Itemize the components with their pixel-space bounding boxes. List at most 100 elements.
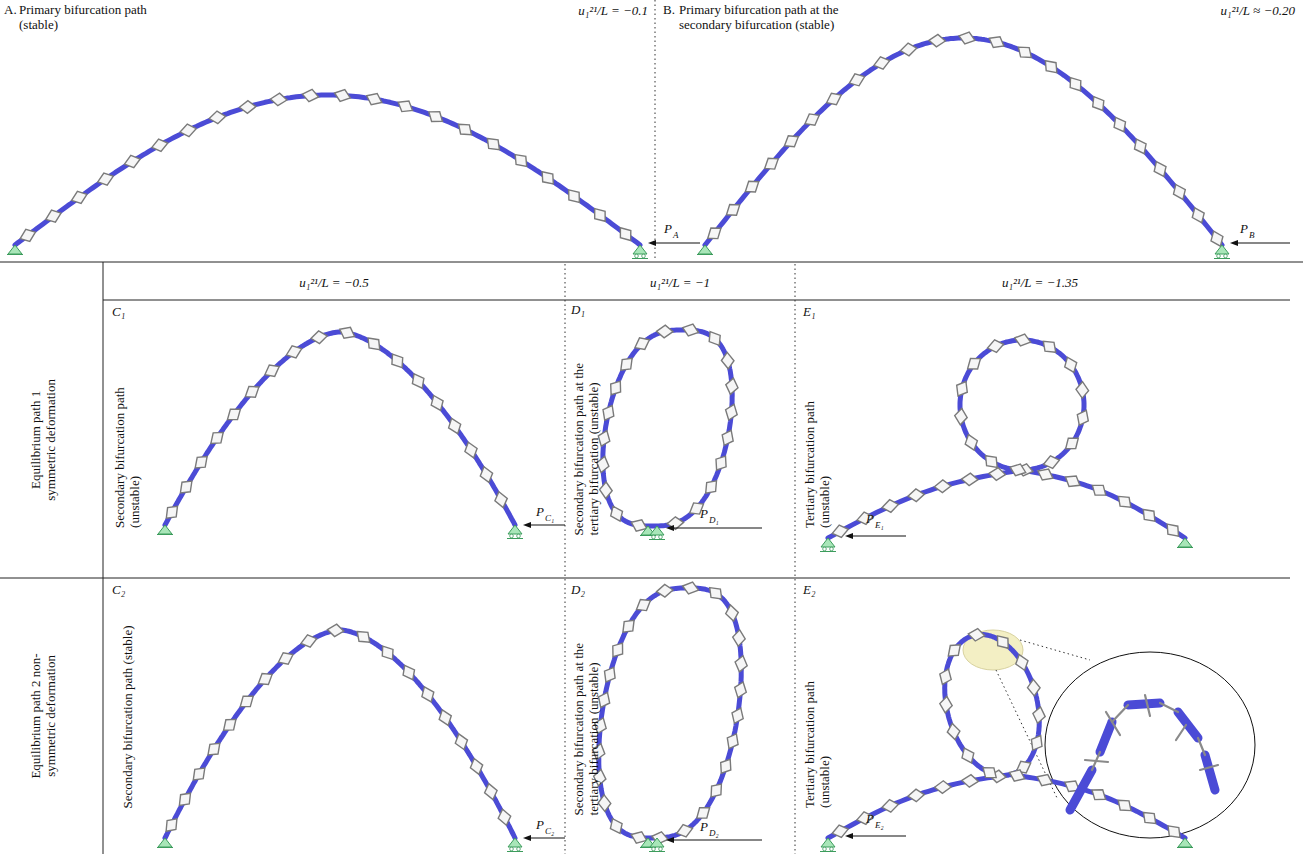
panel-label: B.: [663, 3, 675, 18]
roller-wheel: [830, 847, 834, 851]
hinge-unit: [392, 354, 403, 367]
hinge-unit: [988, 340, 1004, 353]
panel-label: P: [536, 818, 544, 833]
hinge-unit: [1016, 655, 1028, 671]
hinge-unit: [340, 327, 355, 338]
panel-label: u₁²¹/L = −1: [650, 276, 710, 291]
beam-line: [15, 95, 640, 245]
pin-ground: [1177, 847, 1193, 848]
hinge-unit: [962, 473, 979, 486]
panel-label: P: [866, 512, 874, 527]
hinge-unit: [265, 365, 279, 376]
roller-ground: [649, 539, 665, 540]
pin-ground: [157, 847, 173, 848]
pin-support: [158, 525, 172, 534]
hinge-unit: [470, 759, 482, 775]
hinge-unit: [599, 693, 610, 708]
hinge-unit: [1135, 139, 1147, 154]
panel-label: D₁: [571, 303, 585, 318]
hinge-unit: [983, 768, 996, 778]
roller-wheel: [652, 847, 656, 851]
hinge-unit: [1065, 357, 1077, 372]
hinge-unit: [1154, 162, 1166, 177]
hinge-unit: [335, 90, 351, 102]
arrow-head: [845, 533, 853, 539]
vertical-caption: Tertiary bifurcation path (unstable): [803, 378, 833, 528]
load-arrow: [673, 839, 762, 840]
roller-wheel: [659, 535, 663, 539]
hinge-unit: [412, 374, 424, 388]
hinge-unit: [635, 338, 650, 350]
hinge-unit: [733, 630, 746, 646]
inset-beam: [1070, 770, 1092, 810]
subscript-label: E₂: [875, 820, 884, 830]
panel-label: E₁: [803, 305, 815, 320]
hinge-unit: [940, 669, 951, 684]
panel-label: C₂: [112, 583, 125, 598]
hinge-unit: [271, 93, 288, 106]
hinge-unit: [301, 635, 317, 647]
hinge-unit: [611, 381, 621, 395]
roller-ground: [507, 851, 523, 852]
load-arrow: [673, 527, 762, 528]
hinge-unit: [968, 629, 984, 641]
beam-line: [828, 635, 1185, 839]
hinge-unit: [487, 139, 499, 150]
pin-support: [158, 838, 172, 847]
hinge-unit: [735, 656, 747, 672]
hinge-unit: [1192, 208, 1204, 223]
hinge-unit: [1093, 97, 1104, 111]
divider-dotted: [565, 264, 566, 854]
hinge-unit: [683, 324, 699, 336]
roller-wheel: [635, 254, 639, 258]
hinge-unit: [721, 759, 731, 773]
hinge-unit: [1043, 341, 1055, 352]
roller-support: [508, 525, 522, 534]
hinge-unit: [697, 808, 710, 818]
hinge-unit: [166, 819, 177, 832]
hinge-unit: [1038, 469, 1053, 480]
arrow-head: [1230, 240, 1238, 246]
roller-wheel: [823, 847, 827, 851]
roller-ground: [820, 851, 836, 852]
roller-support: [821, 538, 835, 547]
load-arrow: [1237, 242, 1290, 243]
roller-wheel: [659, 847, 663, 851]
roller-wheel: [517, 534, 521, 538]
hinge-unit: [368, 338, 380, 350]
hinge-unit: [459, 124, 472, 135]
hinge-unit: [20, 229, 35, 241]
hinge-unit: [1167, 524, 1178, 536]
hinge-unit: [968, 359, 981, 370]
hinge-unit: [631, 832, 646, 843]
hinge-unit: [631, 520, 646, 531]
hinge-unit: [286, 346, 301, 358]
hinge-unit: [208, 743, 220, 755]
hinge-unit: [1028, 679, 1041, 696]
panel-label: u₁²¹/L = −0.1: [578, 4, 648, 19]
panel-label: P: [536, 505, 544, 520]
hinge-unit: [245, 386, 259, 397]
roller-support: [633, 245, 647, 254]
hinge-unit: [449, 418, 461, 433]
hinge-unit: [180, 124, 196, 137]
hinge-unit: [706, 481, 717, 493]
hinge-unit: [1143, 510, 1155, 522]
panel-label: Primary bifurcation path (stable): [19, 3, 189, 33]
hinge-unit: [1118, 800, 1131, 810]
roller-support: [821, 838, 835, 847]
load-arrow: [655, 242, 700, 243]
roller-wheel: [830, 547, 834, 551]
inset-link: [1198, 738, 1205, 755]
hinge-unit: [940, 696, 952, 712]
roller-ground: [632, 258, 648, 259]
hinge-unit: [228, 409, 241, 420]
vertical-caption: Equilibrium path 2 non-symmetric deforma…: [29, 641, 59, 791]
vertical-caption: Secondary bifurcation path (unstable): [113, 338, 143, 528]
arrow-head: [845, 833, 853, 839]
panel-label: Primary bifurcation path at the secondar…: [679, 3, 879, 33]
hinge-unit: [849, 74, 864, 86]
inset-link: [1106, 712, 1120, 735]
subscript-label: E₁: [875, 520, 884, 530]
inset-link: [1145, 695, 1150, 716]
